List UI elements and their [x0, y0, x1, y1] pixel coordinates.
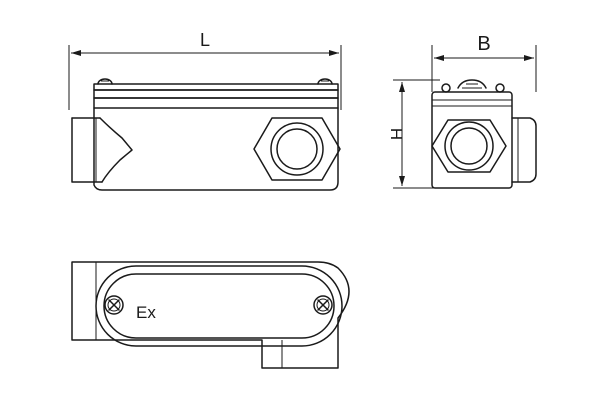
dimension-height: H	[387, 79, 440, 189]
top-cover-inner	[103, 273, 335, 339]
cover-top-plate	[93, 83, 339, 91]
side-hex-nut	[431, 119, 507, 173]
height-label: H	[387, 128, 406, 140]
side-view: B H	[387, 33, 537, 189]
top-screw-right	[313, 295, 333, 315]
top-outline	[71, 261, 350, 369]
dimension-length: L	[68, 30, 342, 110]
side-body	[431, 91, 513, 189]
left-hub	[71, 117, 133, 183]
front-hex-nut	[253, 117, 341, 181]
top-screw-left	[104, 295, 124, 315]
front-view: L	[68, 30, 342, 191]
cover-bottom-plate	[93, 97, 339, 109]
cover-screw-left	[97, 78, 113, 85]
body-outline	[93, 107, 339, 191]
top-cover-outer	[95, 265, 343, 347]
width-label: B	[477, 33, 490, 55]
cover-gasket	[93, 89, 339, 99]
side-hub	[511, 117, 537, 183]
dimension-width: B	[431, 33, 537, 92]
top-view: Ex	[71, 261, 350, 369]
length-label: L	[200, 30, 210, 50]
cover-screw-right	[317, 78, 333, 85]
ex-marking-label: Ex	[136, 303, 156, 322]
side-screws	[441, 79, 505, 93]
